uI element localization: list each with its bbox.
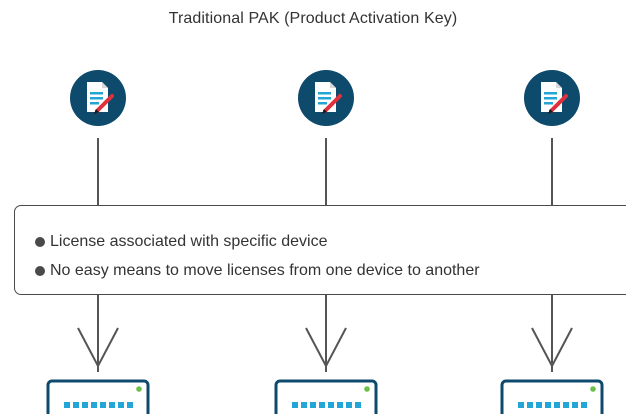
list-item: No easy means to move licenses from one … (35, 256, 480, 285)
network-switch-icon (500, 379, 604, 414)
pak-limitations-callout: License associated with specific device … (14, 205, 626, 295)
license-column-center (274, 0, 378, 418)
license-document-icon (70, 70, 126, 126)
license-document-icon (298, 70, 354, 126)
bullet-text: No easy means to move licenses from one … (50, 261, 480, 279)
license-column-right (500, 0, 604, 418)
network-switch-icon (46, 379, 150, 414)
license-document-icon (524, 70, 580, 126)
network-switch-icon (274, 379, 378, 414)
list-item: License associated with specific device (35, 227, 480, 256)
limitations-list: License associated with specific device … (35, 227, 480, 285)
bullet-icon (35, 236, 45, 247)
bullet-icon (35, 265, 45, 276)
bullet-text: License associated with specific device (50, 232, 328, 250)
diagram-title: Traditional PAK (Product Activation Key) (168, 10, 458, 27)
license-column-left (46, 0, 150, 418)
